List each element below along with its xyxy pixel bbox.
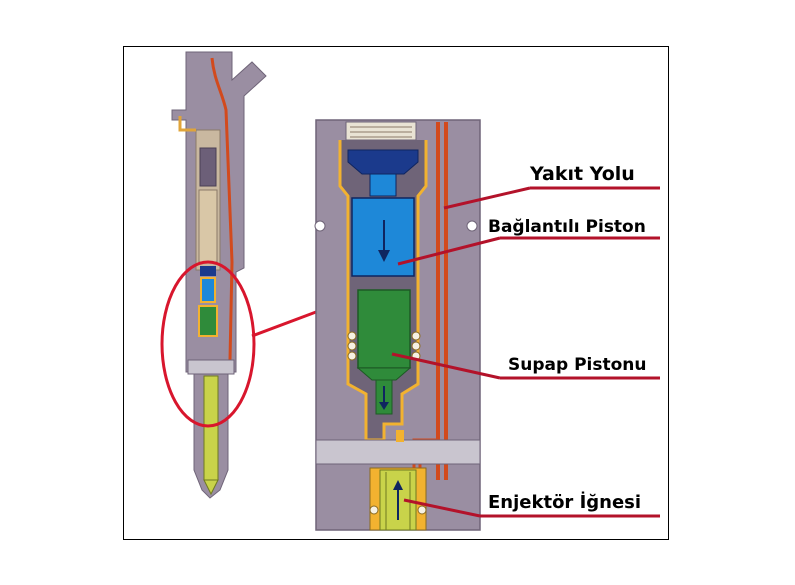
mini-injector-needle (203, 375, 219, 481)
callouts: Yakıt Yolu Bağlantılı Piston Supap Pisto… (391, 163, 660, 518)
down-arrow-icon (379, 402, 389, 410)
up-arrow-icon (393, 480, 403, 490)
valve-piston-leader (391, 352, 501, 380)
connected-piston-label: Bağlantılı Piston (488, 217, 646, 237)
valve-piston-label: Supap Pistonu (508, 355, 647, 375)
zoom-highlight-ellipse (160, 260, 256, 428)
intermediate-plate (315, 439, 481, 465)
zoomed-injector-detail (314, 119, 481, 531)
side-hole (314, 220, 326, 232)
piston-cap (347, 149, 419, 175)
fuel-path-label: Yakıt Yolu (529, 163, 635, 185)
down-arrow-icon (378, 250, 390, 262)
mini-valve-piston (198, 305, 218, 337)
injector-needle-label: Enjektör İğnesi (488, 491, 641, 513)
fuel-inlet-line (210, 57, 234, 374)
injector-solenoid (199, 147, 217, 187)
fuel-channel (436, 122, 448, 480)
mini-connected-piston (200, 277, 216, 303)
zoom-connector-line (251, 310, 317, 338)
connected-piston-leader (397, 236, 501, 266)
side-hole (466, 220, 478, 232)
full-injector-overview (171, 51, 267, 499)
fuel-path-leader (443, 186, 531, 210)
valve-spring (347, 331, 421, 361)
injector-needle-leader (403, 498, 481, 518)
